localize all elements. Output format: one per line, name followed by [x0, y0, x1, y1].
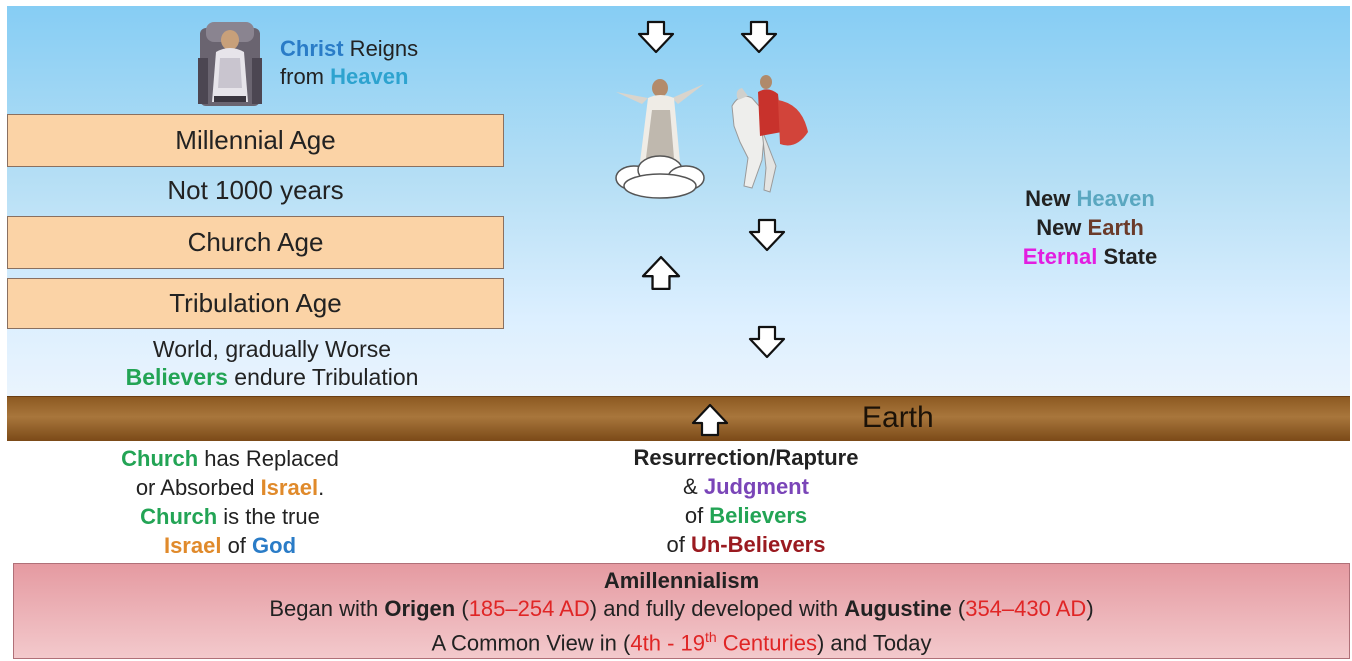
arrow-down-icon: [740, 20, 778, 54]
of-text: of: [221, 533, 253, 558]
footer-line-origen: Began with Origen (185–254 AD) and fully…: [14, 595, 1349, 623]
open-paren-2: (: [951, 596, 966, 621]
began-text: Began with: [269, 596, 385, 621]
period-text: .: [318, 475, 325, 500]
centuries-a: 4th - 19: [630, 630, 705, 656]
believers-word-2: Believers: [709, 503, 808, 528]
arrow-down-icon: [748, 325, 786, 359]
amp-text: &: [683, 474, 704, 499]
new-word-2: New: [1036, 215, 1088, 240]
new-heaven-earth-text: New Heaven New Earth Eternal State: [990, 184, 1190, 271]
church-age-box: Church Age: [7, 216, 504, 269]
christ-word: Christ: [280, 36, 344, 61]
ascending-christ-on-cloud-icon: [615, 79, 705, 199]
close-paren-1: ): [589, 596, 598, 621]
today-text: ) and Today: [816, 630, 932, 656]
footer-title: Amillennialism: [603, 568, 760, 593]
or-absorbed-text: or Absorbed: [135, 475, 261, 500]
world-worse-text: World, gradually Worse Believers endure …: [7, 335, 537, 391]
not-1000-years-text: Not 1000 years: [167, 175, 344, 205]
new-heaven-word: Heaven: [1076, 186, 1155, 211]
arrow-up-icon: [691, 403, 729, 437]
of-text-2: of: [666, 532, 691, 557]
heaven-word: Heaven: [330, 64, 409, 89]
earth-label: Earth: [862, 401, 934, 434]
eternal-word: Eternal: [1022, 244, 1098, 269]
origen-dates: 185–254 AD: [468, 596, 590, 621]
israel-word-1: Israel: [260, 475, 319, 500]
unbelievers-word: Un-Believers: [690, 532, 826, 557]
church-word-2: Church: [140, 504, 218, 529]
amillennialism-footer: Amillennialism Began with Origen (185–25…: [13, 563, 1350, 659]
footer-line-common: A Common View in (4th - 19th Centuries) …: [14, 623, 1349, 657]
world-line: World, gradually Worse: [152, 336, 392, 362]
open-paren-1: (: [455, 596, 469, 621]
judgment-word: Judgment: [703, 474, 809, 499]
close-paren-2: ): [1086, 596, 1094, 621]
fully-text: and fully developed with: [597, 596, 845, 621]
resurrection-title: Resurrection/Rapture: [633, 445, 859, 470]
of-text-1: of: [684, 503, 710, 528]
christ-reigns-text: Christ Reigns from Heaven: [280, 35, 418, 91]
augustine-dates: 354–430 AD: [965, 596, 1087, 621]
god-word: God: [252, 533, 297, 558]
arrow-up-icon: [641, 255, 681, 291]
arrow-down-icon: [748, 218, 786, 252]
earth-band: [7, 396, 1350, 441]
israel-word-2: Israel: [163, 533, 222, 558]
centuries-b: Centuries: [716, 630, 817, 656]
enthroned-christ-icon: [198, 22, 262, 106]
state-word: State: [1097, 244, 1158, 269]
resurrection-text: Resurrection/Rapture & Judgment of Belie…: [596, 443, 896, 559]
augustine-name: Augustine: [844, 596, 952, 621]
arrow-down-icon: [637, 20, 675, 54]
endure-word: endure Tribulation: [227, 364, 419, 390]
has-replaced-text: has Replaced: [198, 446, 339, 471]
is-true-text: is the true: [217, 504, 320, 529]
rider-on-white-horse-icon: [731, 75, 808, 193]
church-israel-text: Church has Replaced or Absorbed Israel. …: [60, 444, 400, 560]
new-earth-word: Earth: [1087, 215, 1144, 240]
millennial-age-box: Millennial Age: [7, 114, 504, 167]
tribulation-age-box: Tribulation Age: [7, 278, 504, 329]
from-word: from: [280, 64, 331, 89]
believers-word: Believers: [125, 364, 228, 390]
reigns-word: Reigns: [343, 36, 419, 61]
church-word-1: Church: [121, 446, 199, 471]
new-word-1: New: [1025, 186, 1077, 211]
centuries-sup: th: [704, 629, 717, 645]
origen-name: Origen: [384, 596, 456, 621]
common-text: A Common View in (: [431, 630, 631, 656]
